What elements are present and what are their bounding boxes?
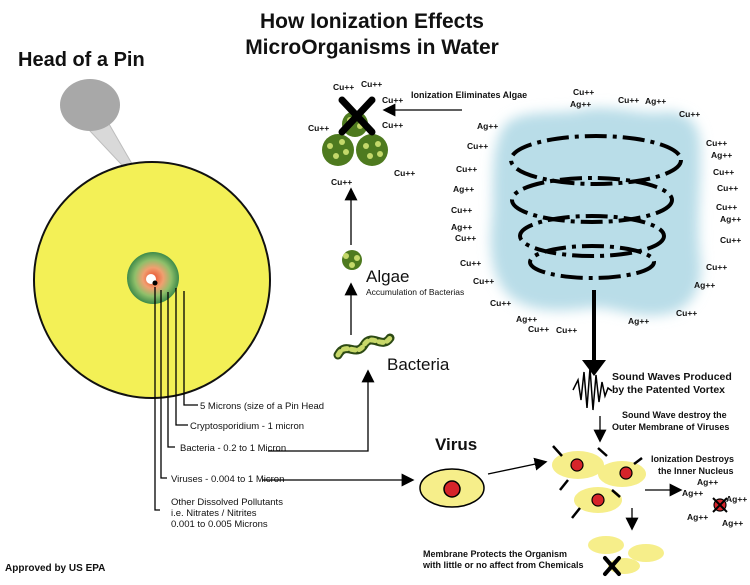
ion-label: Cu++ [556,325,577,335]
protect-note-1: Membrane Protects the Organism [423,549,567,559]
ion-label: Cu++ [717,183,738,193]
ion-label: Ag++ [722,518,743,528]
ion-label: Cu++ [382,120,403,130]
ion-label: Cu++ [382,95,403,105]
nucleus-note-1: Ionization Destroys [651,454,734,464]
scale-label-viruses: Viruses - 0.004 to 1 Micron [171,474,284,485]
ion-label: Cu++ [676,308,697,318]
scale-label-pollutants: Other Dissolved Pollutants [171,497,283,508]
membrane-note-1: Sound Wave destroy the [622,410,727,420]
ion-label: Cu++ [679,109,700,119]
membrane-note-2: Outer Membrane of Viruses [612,422,729,432]
vortex-ions: Cu++ Ag++ Cu++ Ag++ Cu++ Ag++ Cu++ Cu++ … [451,87,741,335]
ion-label: Cu++ [490,298,511,308]
scale-label-pollutant-size: 0.001 to 0.005 Microns [171,519,268,530]
ion-label: Cu++ [467,141,488,151]
ion-label: Ag++ [726,494,747,504]
ion-label: Ag++ [477,121,498,131]
ion-label: Ag++ [453,184,474,194]
destroyed-nucleus-graphic [712,497,728,513]
ion-label: Ag++ [645,96,666,106]
ion-label: Cu++ [308,123,329,133]
ion-label: Cu++ [460,258,481,268]
algae-small-graphic [342,250,362,270]
ion-label: Ag++ [570,99,591,109]
scale-label-pin-head: 5 Microns (size of a Pin Head [200,401,324,412]
virus-graphic [419,468,485,508]
ion-label: Ag++ [720,214,741,224]
scale-label-cryptosporidium: Cryptosporidium - 1 micron [190,421,304,432]
pin-label: Head of a Pin [18,49,145,71]
virus-label: Virus [435,435,477,454]
ion-label: Cu++ [451,205,472,215]
ion-label: Cu++ [331,177,352,187]
scale-label-bacteria: Bacteria - 0.2 to 1 Micron [180,443,286,454]
ion-label: Ag++ [451,222,472,232]
attacked-viruses-graphic [552,445,646,519]
ion-label: Cu++ [456,164,477,174]
nucleus-note-2: the Inner Nucleus [658,466,734,476]
title-line-2: MicroOrganisms in Water [245,36,499,59]
sound-waves-title-1: Sound Waves Produced [612,371,732,383]
ion-label: Cu++ [573,87,594,97]
ion-label: Cu++ [618,95,639,105]
ion-label: Cu++ [528,324,549,334]
ion-label: Cu++ [455,233,476,243]
bacteria-arrow [268,369,375,452]
sound-wave-graphic [572,367,613,411]
eliminated-x-mark [338,96,376,136]
ion-label: Cu++ [720,235,741,245]
virus-to-attacked-arrow [487,457,548,475]
footer-approval: Approved by US EPA [5,563,105,574]
ion-label: Ag++ [711,150,732,160]
sound-waves-title-2: by the Patented Vortex [612,384,725,396]
ion-label: Cu++ [716,202,737,212]
scale-lines [154,287,198,511]
ion-label: Cu++ [394,168,415,178]
eliminates-label: Ionization Eliminates Algae [411,90,527,100]
algae-cluster-graphic [322,111,388,166]
ion-label: Ag++ [697,477,718,487]
ion-label: Ag++ [694,280,715,290]
bacteria-graphic [333,333,395,360]
ion-label: Cu++ [361,79,382,89]
ion-label: Ag++ [516,314,537,324]
vortex-cloud [490,107,701,316]
ion-label: Ag++ [628,316,649,326]
ion-label: Ag++ [687,512,708,522]
bacteria-label: Bacteria [387,355,450,374]
protect-note-2: with little or no affect from Chemicals [422,560,584,570]
ion-label: Cu++ [333,82,354,92]
algae-note: Accumulation of Bacterias [366,287,464,297]
protected-organism-graphic [588,536,664,576]
ion-label: Cu++ [473,276,494,286]
ion-label: Cu++ [706,262,727,272]
title-line-1: How Ionization Effects [260,10,484,33]
algae-label: Algae [366,267,409,286]
ion-label: Cu++ [706,138,727,148]
scale-label-nitrates: i.e. Nitrates / Nitrites [171,508,257,519]
ion-label: Ag++ [682,488,703,498]
ion-label: Cu++ [713,167,734,177]
